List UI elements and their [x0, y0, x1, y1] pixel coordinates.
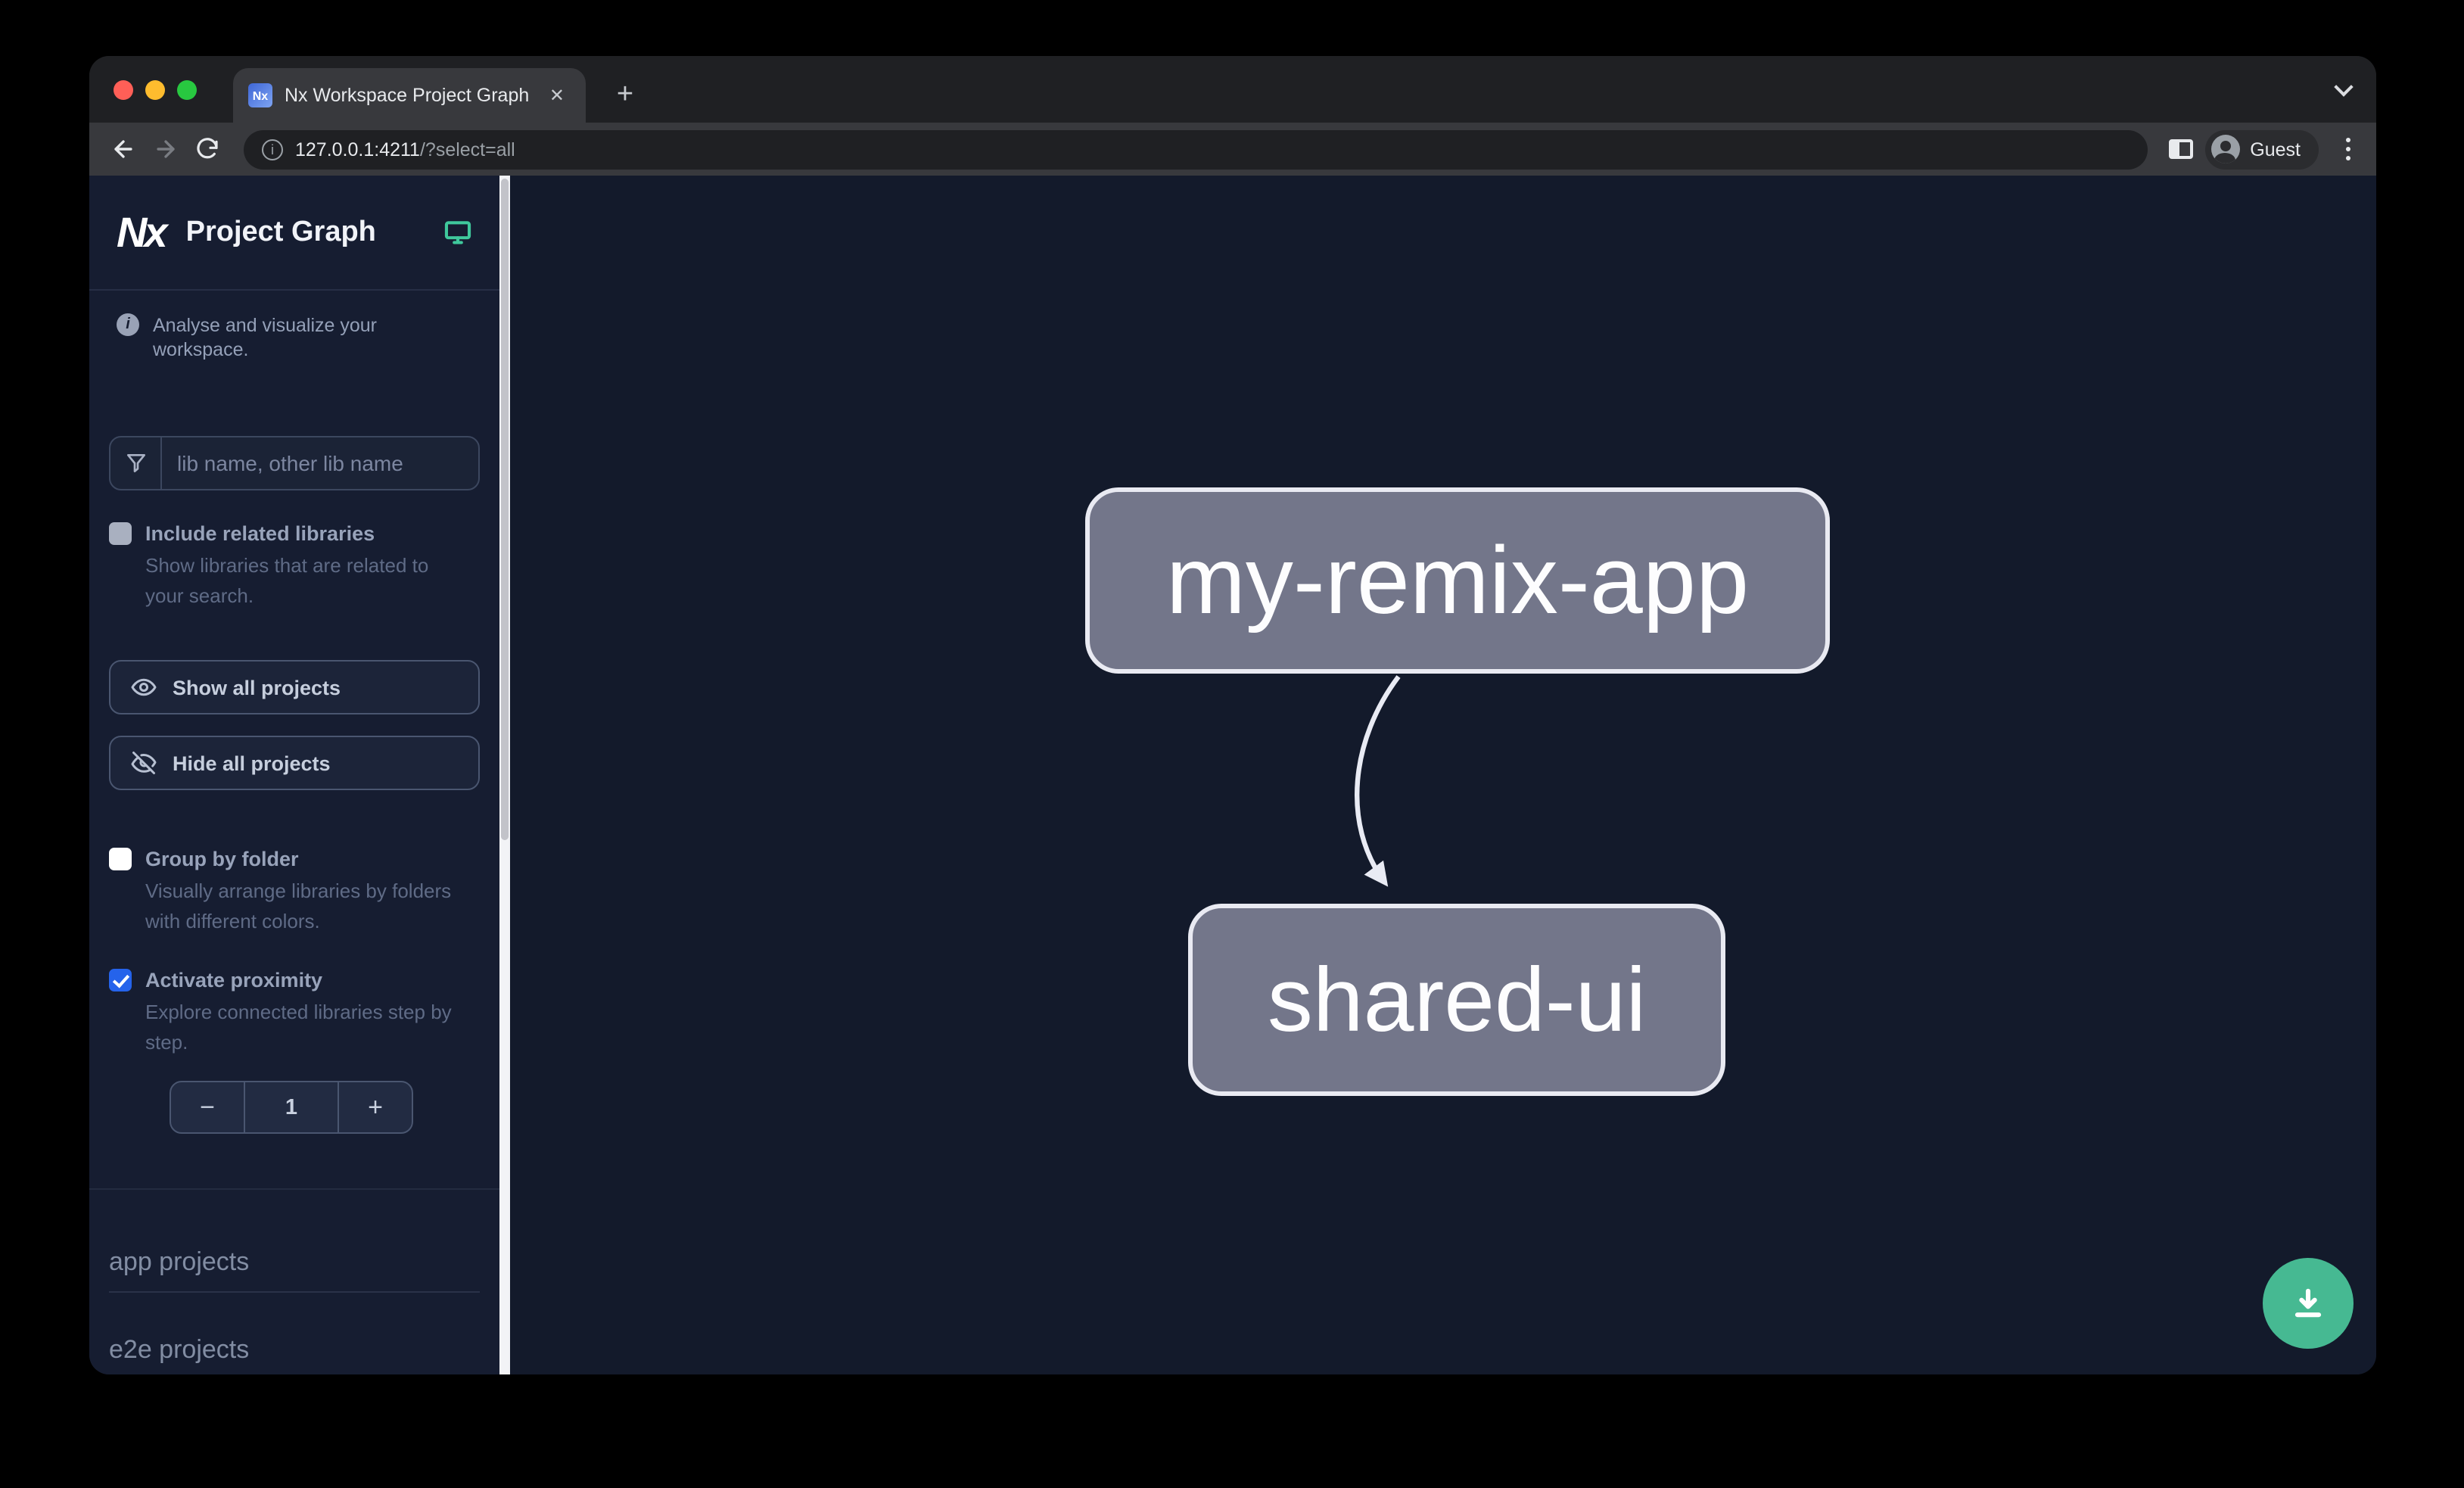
browser-toolbar: i 127.0.0.1:4211/?select=all Guest — [89, 123, 2376, 176]
include-related-checkbox[interactable] — [109, 522, 132, 545]
workspace-tagline: Analyse and visualize your workspace. — [153, 315, 377, 360]
url-host: 127.0.0.1:4211 — [295, 139, 420, 160]
profile-name: Guest — [2250, 139, 2301, 160]
group-by-folder-option: Group by folder Visually arrange librari… — [89, 845, 499, 937]
tab-title: Nx Workspace Project Graph — [285, 85, 530, 106]
new-tab-button[interactable]: + — [616, 79, 634, 111]
nx-logo: Nx — [117, 208, 168, 255]
site-info-icon[interactable]: i — [262, 139, 283, 160]
include-related-label: Include related libraries — [145, 522, 375, 545]
activate-proximity-description: Explore connected libraries step by step… — [145, 1001, 452, 1054]
avatar — [2210, 135, 2240, 163]
sidebar-divider — [89, 1188, 499, 1190]
graph-canvas[interactable]: my-remix-app shared-ui — [510, 176, 2376, 1374]
back-button[interactable] — [107, 134, 138, 164]
reload-button[interactable] — [192, 134, 222, 164]
monitor-icon[interactable] — [443, 218, 472, 247]
section-app-projects[interactable]: app projects — [109, 1247, 480, 1293]
forward-button[interactable] — [150, 134, 180, 164]
sidebar: Nx Project Graph i Analyse and visualize… — [89, 176, 499, 1374]
group-by-folder-checkbox[interactable] — [109, 848, 132, 870]
tab-search-chevron-icon[interactable] — [2337, 79, 2352, 94]
minimize-window-button[interactable] — [145, 80, 165, 100]
edge-my-remix-app-to-shared-ui — [1355, 675, 1401, 887]
filter-input-group — [109, 436, 480, 490]
proximity-decrement-button[interactable]: − — [200, 1092, 215, 1121]
proximity-stepper: − 1 + — [170, 1081, 413, 1134]
include-related-option: Include related libraries Show libraries… — [89, 519, 499, 612]
browser-window: Nx Nx Workspace Project Graph ✕ + i 127.… — [89, 56, 2376, 1374]
hide-all-projects-label: Hide all projects — [173, 752, 331, 774]
show-all-projects-button[interactable]: Show all projects — [109, 660, 480, 714]
download-icon — [2294, 1288, 2322, 1318]
close-window-button[interactable] — [114, 80, 133, 100]
browser-tab[interactable]: Nx Nx Workspace Project Graph ✕ — [233, 68, 586, 123]
window-controls — [114, 80, 197, 100]
hide-all-projects-button[interactable]: Hide all projects — [109, 736, 480, 790]
sidebar-scrollbar[interactable] — [499, 176, 510, 1374]
page-content: Nx Project Graph i Analyse and visualize… — [89, 176, 2376, 1374]
group-by-folder-label: Group by folder — [145, 848, 299, 870]
proximity-value: 1 — [244, 1082, 339, 1132]
graph-node-my-remix-app[interactable]: my-remix-app — [1085, 487, 1830, 674]
sidebar-header: Nx Project Graph — [89, 176, 499, 291]
activate-proximity-option: Activate proximity Explore connected lib… — [89, 966, 499, 1058]
scrollbar-thumb[interactable] — [501, 179, 509, 840]
activate-proximity-label: Activate proximity — [145, 969, 323, 991]
profile-button[interactable]: Guest — [2204, 129, 2319, 169]
zoom-window-button[interactable] — [177, 80, 197, 100]
url-text: 127.0.0.1:4211/?select=all — [295, 139, 515, 160]
filter-input[interactable] — [162, 437, 478, 489]
activate-proximity-checkbox[interactable] — [109, 969, 132, 991]
eye-off-icon — [131, 752, 157, 774]
browser-menu-icon[interactable] — [2337, 135, 2358, 163]
section-e2e-projects[interactable]: e2e projects — [109, 1335, 480, 1374]
tab-close-icon[interactable]: ✕ — [549, 85, 565, 106]
group-by-folder-description: Visually arrange libraries by folders wi… — [145, 879, 452, 932]
proximity-increment-button[interactable]: + — [368, 1092, 383, 1121]
funnel-icon — [110, 437, 162, 489]
side-panel-icon[interactable] — [2168, 139, 2193, 159]
address-bar[interactable]: i 127.0.0.1:4211/?select=all — [244, 129, 2148, 169]
workspace-tagline-row: i Analyse and visualize your workspace. — [117, 313, 472, 362]
page-title: Project Graph — [185, 216, 376, 247]
graph-node-shared-ui[interactable]: shared-ui — [1188, 904, 1725, 1096]
url-path: /?select=all — [419, 139, 515, 160]
tab-strip: Nx Nx Workspace Project Graph ✕ + — [89, 56, 2376, 123]
include-related-description: Show libraries that are related to your … — [145, 554, 429, 607]
eye-icon — [131, 678, 157, 696]
info-icon: i — [117, 313, 139, 336]
download-graph-button[interactable] — [2263, 1258, 2354, 1349]
nx-favicon-icon: Nx — [248, 83, 272, 107]
show-all-projects-label: Show all projects — [173, 676, 341, 699]
